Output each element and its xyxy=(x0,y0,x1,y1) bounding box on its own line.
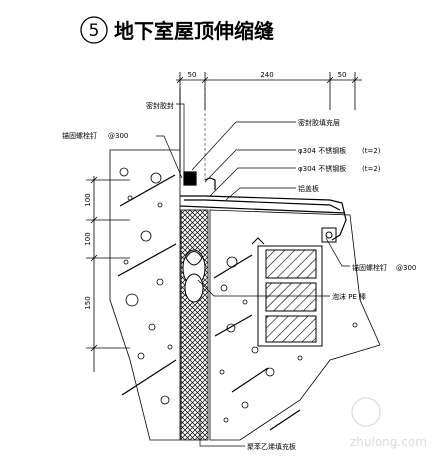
dim-left-1: 100 xyxy=(84,193,92,206)
title-number-circle xyxy=(80,16,108,44)
dim-top-3: 50 xyxy=(338,71,347,79)
label-sealant-right: 密封胶填充层 xyxy=(298,118,340,127)
title-block: 5 地下室屋顶伸缩缝 xyxy=(80,16,274,44)
slab-blocks xyxy=(257,245,323,347)
filler-board xyxy=(180,209,209,441)
label-plate-2-thk: (t=2) xyxy=(362,165,381,173)
label-filler-board: 聚苯乙烯填充板 xyxy=(247,442,296,451)
cover-plate xyxy=(179,171,347,241)
label-bolt-top-spacing: @300 xyxy=(108,132,128,140)
dim-left-3: 150 xyxy=(84,296,92,309)
leader-lines xyxy=(156,103,350,447)
label-cover: 铝盖板 xyxy=(298,184,319,193)
dim-top-2: 240 xyxy=(260,71,273,79)
label-plate-1-thk: (t=2) xyxy=(362,147,381,155)
title-text: 地下室屋顶伸缩缝 xyxy=(114,19,274,43)
label-plate-2: φ304 不锈钢板 xyxy=(298,164,346,173)
dim-top-1: 50 xyxy=(188,71,197,79)
label-bolt-bottom: 锚固螺栓钉 xyxy=(352,263,387,272)
aggregate xyxy=(119,167,358,423)
label-bolt-top: 锚固螺栓钉 xyxy=(62,131,97,140)
left-dimensions xyxy=(86,176,130,372)
dim-left-2: 100 xyxy=(84,232,92,245)
anchor-bolt xyxy=(251,227,337,245)
label-plate-1: φ304 不锈钢板 xyxy=(298,146,346,155)
title-number: 5 xyxy=(89,21,100,41)
pe-rod xyxy=(182,249,206,303)
label-bolt-bottom-spacing: @300 xyxy=(396,264,416,272)
watermark-logo-icon xyxy=(351,397,381,427)
watermark: zhulong.com xyxy=(350,397,427,449)
watermark-text: zhulong.com xyxy=(350,435,427,449)
concrete-left xyxy=(109,149,181,441)
rebar-lines xyxy=(117,174,301,431)
label-sealant-top: 密封胶封 xyxy=(146,101,174,110)
concrete-right xyxy=(209,209,381,441)
label-pe-rod: 泡沫 PE 棒 xyxy=(332,292,366,301)
